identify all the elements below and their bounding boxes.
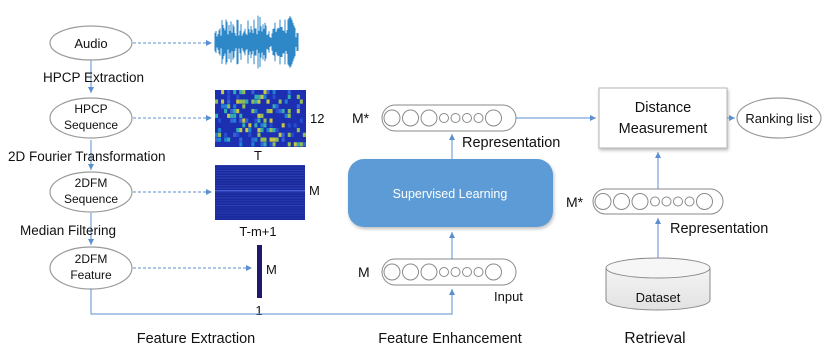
node-2dfm-seq-label-2: Sequence <box>64 192 118 206</box>
step-hpcp-extraction: HPCP Extraction <box>43 70 144 85</box>
database-vector <box>592 188 724 215</box>
node-audio-label: Audio <box>74 36 107 51</box>
node-hpcp-label-1: HPCP <box>74 102 107 116</box>
supervised-learning-box: Supervised Learning <box>348 159 553 227</box>
dfm-cols-dim: T-m+1 <box>239 224 276 239</box>
step-fourier: 2D Fourier Transformation <box>8 149 166 164</box>
dfm-sequence-image <box>215 165 305 220</box>
dfm-feature-bar <box>257 245 262 298</box>
dataset-cylinder: Dataset <box>605 257 711 311</box>
supervised-learning-label: Supervised Learning <box>393 187 508 201</box>
output-vector <box>381 104 517 132</box>
ranking-list-node: Ranking list <box>736 97 822 139</box>
distance-label-2: Measurement <box>619 121 708 137</box>
db-dim-label: M* <box>566 194 584 210</box>
distance-measurement-box: Distance Measurement <box>598 87 728 149</box>
node-2dfm-seq-label-1: 2DFM <box>75 176 108 190</box>
node-audio: Audio <box>49 25 133 61</box>
node-hpcp-label-2: Sequence <box>64 118 118 132</box>
extraction-dashed-arrows <box>133 40 252 271</box>
node-2dfm-feat-label-1: 2DFM <box>75 252 108 266</box>
hpcp-spectrogram-image <box>215 90 306 147</box>
node-hpcp-sequence: HPCP Sequence <box>49 97 133 139</box>
dfm-rows-dim: M <box>309 183 320 198</box>
retrieval-representation-label: Representation <box>670 221 768 237</box>
audio-waveform-image <box>214 12 299 73</box>
input-label: Input <box>494 289 523 304</box>
feat-cols-dim: 1 <box>255 303 262 318</box>
section-feature-enhancement: Feature Enhancement <box>378 331 521 347</box>
hpcp-rows-dim: 12 <box>310 111 324 126</box>
node-2dfm-feat-label-2: Feature <box>70 268 112 282</box>
enhancement-representation-label: Representation <box>462 135 560 151</box>
section-feature-extraction: Feature Extraction <box>137 331 255 347</box>
ranking-list-label: Ranking list <box>745 111 813 126</box>
step-median: Median Filtering <box>20 223 116 238</box>
output-dim-label: M* <box>352 110 370 126</box>
feat-rows-dim: M <box>266 262 277 277</box>
section-retrieval: Retrieval <box>624 330 685 347</box>
input-dim-label: M <box>358 264 370 280</box>
node-2dfm-feature: 2DFM Feature <box>49 246 133 290</box>
dataset-label: Dataset <box>636 290 681 305</box>
feature-to-input-connector <box>90 289 455 315</box>
distance-label-1: Distance <box>635 100 691 116</box>
input-vector <box>381 258 517 286</box>
node-2dfm-sequence: 2DFM Sequence <box>49 171 133 213</box>
hpcp-cols-dim: T <box>254 148 262 163</box>
